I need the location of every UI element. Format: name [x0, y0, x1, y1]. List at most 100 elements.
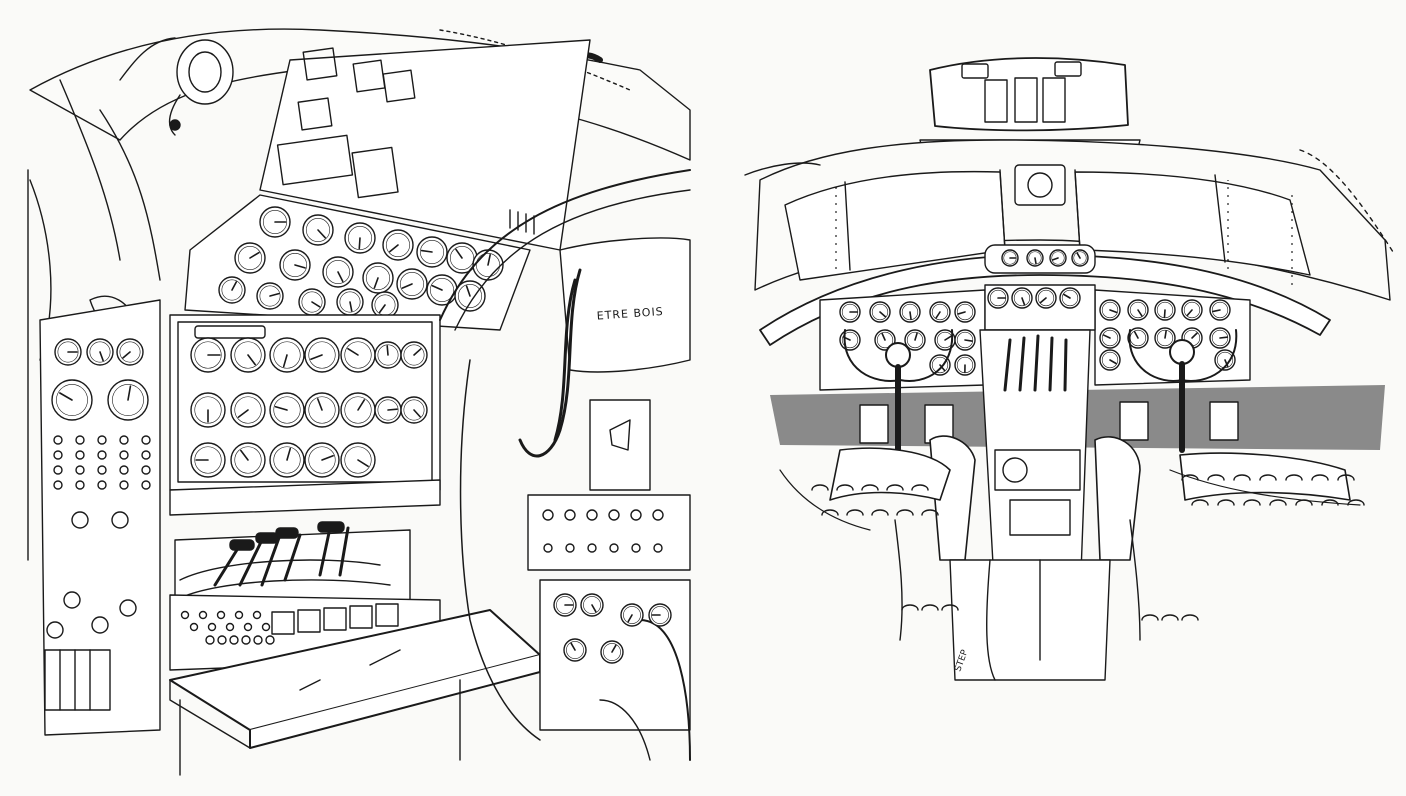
- gauge-dial: [304, 392, 340, 428]
- gauge-dial: [218, 276, 246, 304]
- upper-gauge-panel: [184, 194, 531, 331]
- gauge-dial: [336, 288, 364, 316]
- control-knob: [63, 591, 81, 609]
- lightening-hole: [886, 484, 904, 491]
- lightening-hole: [811, 484, 829, 491]
- gauge-dial: [54, 338, 82, 366]
- control-knob: [141, 450, 151, 460]
- gauge-dial: [1099, 349, 1121, 371]
- gauge-dial: [304, 337, 340, 373]
- gauge-dial: [298, 288, 326, 316]
- pilot-cockpit: STEP: [744, 57, 1396, 681]
- lightening-hole: [1285, 474, 1303, 481]
- gauge-dial: [371, 291, 399, 319]
- gauge-dial: [190, 337, 226, 373]
- gauge-dial: [1181, 299, 1203, 321]
- control-knob: [565, 543, 575, 553]
- lightening-hole: [1233, 474, 1251, 481]
- gauge-dial: [1011, 287, 1033, 309]
- control-knob: [229, 635, 239, 645]
- control-knob: [75, 450, 85, 460]
- gauge-dial: [116, 338, 144, 366]
- gauge-dial: [839, 329, 861, 351]
- gauge-dial: [51, 379, 93, 421]
- overhead-switch-panel: [259, 39, 591, 251]
- gauge-dial: [1071, 249, 1089, 267]
- control-knob: [217, 635, 227, 645]
- control-knob: [91, 616, 109, 634]
- panel-shelf: [169, 479, 441, 516]
- gauge-dial: [839, 301, 861, 323]
- control-knob: [587, 543, 597, 553]
- control-knob: [141, 435, 151, 445]
- lightening-holes: [811, 474, 1365, 621]
- lightening-hole: [896, 509, 914, 516]
- cockpit-floor: [949, 559, 1111, 681]
- control-knob: [225, 622, 235, 632]
- control-knob: [71, 511, 89, 529]
- gauge-dial: [304, 442, 340, 478]
- control-knob: [75, 465, 85, 475]
- gauge-dial: [1127, 327, 1149, 349]
- captain-seat: [829, 435, 976, 561]
- pilot-gauge-cluster: [839, 249, 1236, 376]
- gauge-dial: [1099, 327, 1121, 349]
- control-knob: [261, 622, 271, 632]
- control-knob: [53, 465, 63, 475]
- gauge-dial: [904, 329, 926, 351]
- coiled-cord-right: [518, 268, 582, 458]
- lightening-hole: [1181, 614, 1199, 621]
- gauge-dial: [648, 603, 672, 627]
- lightening-hole: [1347, 499, 1365, 506]
- control-knob: [97, 450, 107, 460]
- gauge-dial: [230, 442, 266, 478]
- gauge-dial: [620, 603, 644, 627]
- gauge-dial: [234, 242, 266, 274]
- control-knob: [75, 435, 85, 445]
- lightening-hole: [1259, 474, 1277, 481]
- gauge-dial: [340, 337, 376, 373]
- control-knob: [97, 465, 107, 475]
- lightening-hole: [1269, 499, 1287, 506]
- lightening-hole: [821, 509, 839, 516]
- control-knob: [653, 543, 663, 553]
- engineer-desk: [169, 609, 541, 776]
- gauge-dial: [362, 262, 394, 294]
- gauge-dial: [580, 593, 604, 617]
- control-knob: [119, 450, 129, 460]
- control-knob: [75, 480, 85, 490]
- flight-engineer-station: ETRE BOIS: [27, 28, 691, 776]
- control-knob: [609, 543, 619, 553]
- control-knob: [53, 480, 63, 490]
- gauge-dial: [1154, 327, 1176, 349]
- gauge-dial: [934, 329, 956, 351]
- lightening-hole: [1181, 474, 1199, 481]
- control-knob: [198, 610, 208, 620]
- lightening-hole: [1217, 499, 1235, 506]
- control-knob: [53, 450, 63, 460]
- lightening-hole: [921, 509, 939, 516]
- gauge-dial: [107, 379, 149, 421]
- gauge-dial: [190, 392, 226, 428]
- gauge-dial: [1209, 299, 1231, 321]
- control-knob: [543, 543, 553, 553]
- gauge-dial: [869, 301, 891, 323]
- gauge-dial: [382, 229, 414, 261]
- gauge-dial: [269, 392, 305, 428]
- gauge-dial: [259, 206, 291, 238]
- pilot-overhead-console: [929, 57, 1129, 132]
- control-knob: [205, 635, 215, 645]
- control-knob: [180, 610, 190, 620]
- first-officer-control-yoke: [1128, 329, 1238, 453]
- gauge-dial: [954, 329, 976, 351]
- gauge-dial: [1214, 349, 1236, 371]
- control-knob: [119, 480, 129, 490]
- gauge-dial: [454, 280, 486, 312]
- gauge-dial: [600, 640, 624, 664]
- gauge-dial: [279, 249, 311, 281]
- control-knob: [119, 599, 137, 617]
- gauge-dial: [230, 337, 266, 373]
- gauge-dial: [1001, 249, 1019, 267]
- lightening-hole: [861, 484, 879, 491]
- control-knob: [586, 509, 598, 521]
